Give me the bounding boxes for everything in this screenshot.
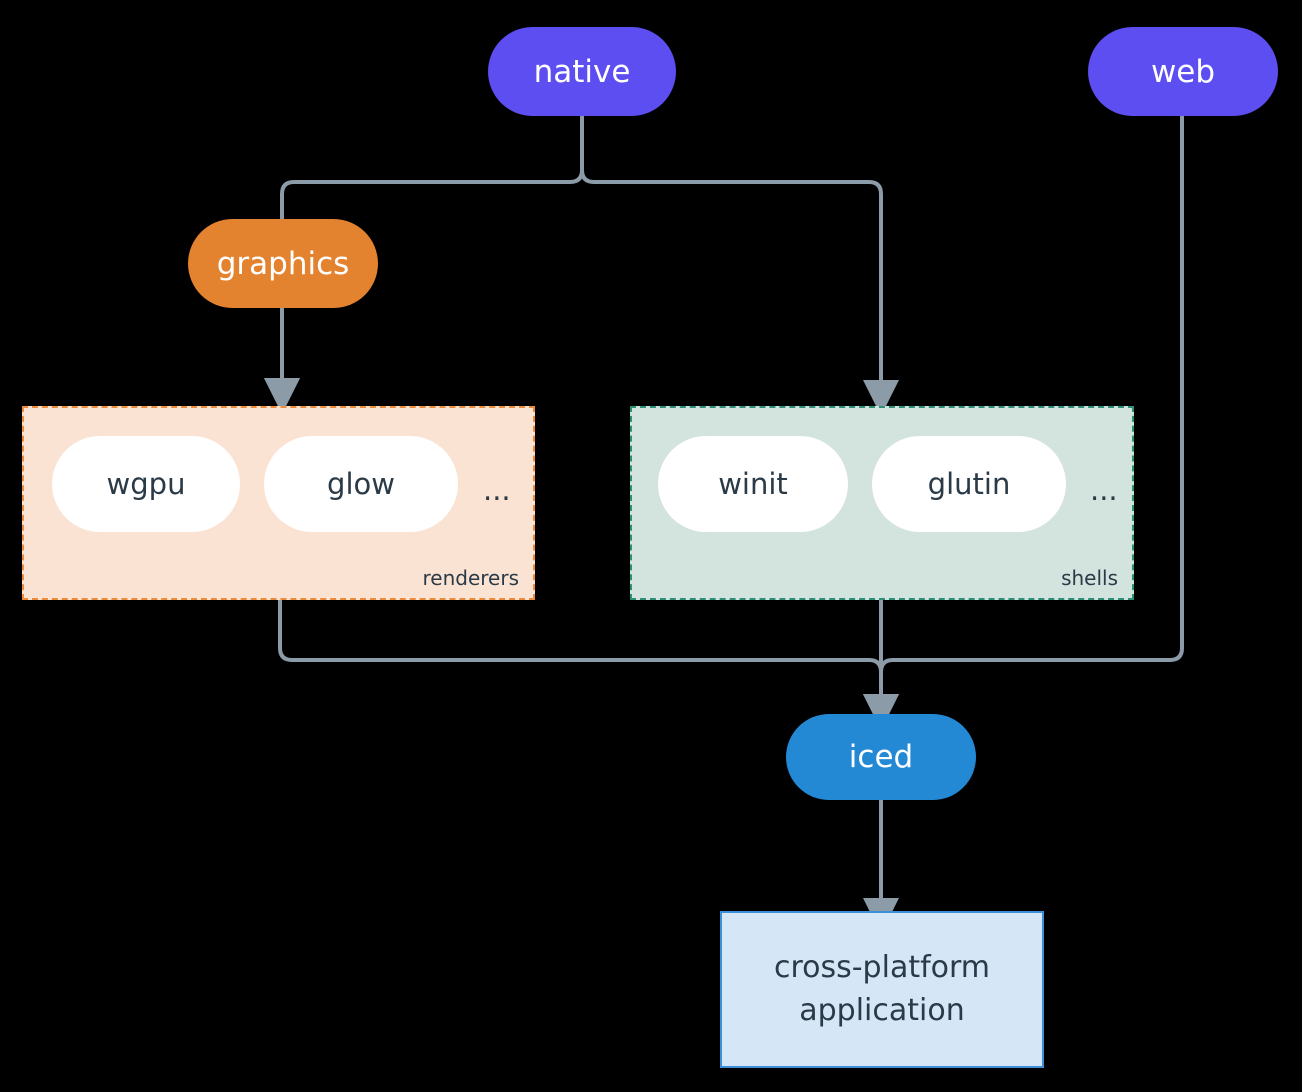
node-cross-platform-application[interactable]: cross-platform application (720, 911, 1044, 1068)
renderer-item-glow[interactable]: glow (264, 436, 458, 532)
group-renderers-label: renderers (422, 566, 520, 590)
shell-item-winit-label: winit (718, 467, 788, 501)
shell-item-glutin-label: glutin (927, 467, 1011, 501)
renderer-item-wgpu-label: wgpu (106, 467, 186, 501)
node-native-label: native (533, 53, 631, 90)
node-native[interactable]: native (488, 27, 676, 116)
shell-item-glutin[interactable]: glutin (872, 436, 1066, 532)
renderer-item-wgpu[interactable]: wgpu (52, 436, 240, 532)
node-web[interactable]: web (1088, 27, 1278, 116)
group-shells: winit glutin ... shells (630, 406, 1134, 600)
group-renderers: wgpu glow ... renderers (22, 406, 535, 600)
shells-overflow-ellipsis: ... (1090, 473, 1118, 507)
renderer-item-glow-label: glow (327, 467, 395, 501)
renderers-overflow-ellipsis: ... (483, 473, 511, 507)
application-label-line2: application (799, 992, 965, 1028)
shell-item-winit[interactable]: winit (658, 436, 848, 532)
node-web-label: web (1150, 53, 1216, 90)
node-graphics[interactable]: graphics (188, 219, 378, 308)
application-label-line1: cross-platform (773, 949, 991, 985)
node-graphics-label: graphics (216, 245, 350, 282)
node-iced-label: iced (848, 739, 914, 775)
edge-native-to-shells (580, 114, 899, 416)
node-iced[interactable]: iced (786, 714, 976, 800)
edge-renderers-to-iced (278, 598, 899, 730)
group-shells-label: shells (1061, 566, 1118, 590)
